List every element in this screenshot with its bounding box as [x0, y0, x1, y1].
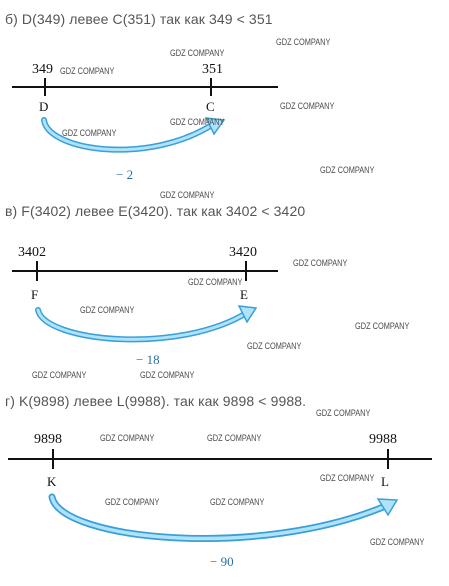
point-label-e: E: [240, 287, 248, 302]
watermark-text: GDZ COMPANY: [293, 258, 348, 268]
watermark-text: GDZ COMPANY: [320, 473, 375, 483]
watermark-text: GDZ COMPANY: [320, 165, 375, 175]
number-line-diagram-g: 9898 9988 K L − 90: [8, 432, 432, 569]
watermark-text: GDZ COMPANY: [100, 433, 155, 443]
arc-arrow-icon: [41, 117, 226, 153]
value-label-351: 351: [202, 62, 223, 77]
heading-g: г) K(9898) левее L(9988). так как 9898 <…: [5, 393, 307, 409]
heading-b: б) D(349) левее C(351) так как 349 < 351: [5, 11, 273, 27]
watermark-text: GDZ COMPANY: [105, 497, 160, 507]
watermark-text: GDZ COMPANY: [160, 190, 215, 200]
point-label-f: F: [31, 287, 38, 302]
difference-label: − 90: [210, 554, 234, 569]
value-label-9898: 9898: [34, 432, 62, 447]
watermark-text: GDZ COMPANY: [280, 101, 335, 111]
watermark-text: GDZ COMPANY: [62, 128, 117, 138]
watermark-text: GDZ COMPANY: [32, 370, 87, 380]
value-label-3402: 3402: [18, 245, 46, 260]
watermark-text: GDZ COMPANY: [276, 37, 331, 47]
difference-label: − 2: [116, 167, 133, 182]
watermark-text: GDZ COMPANY: [80, 305, 135, 315]
number-line-diagram-v: 3402 3420 F E − 18: [12, 245, 278, 367]
point-label-l: L: [381, 474, 389, 489]
watermark-text: GDZ COMPANY: [170, 117, 225, 127]
watermark-text: GDZ COMPANY: [355, 321, 410, 331]
watermark-text: GDZ COMPANY: [207, 433, 262, 443]
point-label-d: D: [39, 99, 48, 114]
watermark-text: GDZ COMPANY: [188, 277, 243, 287]
watermark-text: GDZ COMPANY: [170, 48, 225, 58]
point-label-k: K: [47, 474, 57, 489]
watermark-text: GDZ COMPANY: [247, 341, 302, 351]
value-label-3420: 3420: [229, 245, 257, 260]
watermark-text: GDZ COMPANY: [370, 537, 425, 547]
arc-arrow-icon: [35, 305, 258, 343]
watermark-text: GDZ COMPANY: [140, 370, 195, 380]
difference-label: − 18: [136, 352, 160, 367]
value-label-9988: 9988: [369, 432, 397, 447]
watermark-text: GDZ COMPANY: [210, 497, 265, 507]
heading-v: в) F(3402) левее E(3420). так как 3402 <…: [5, 203, 306, 219]
value-label-349: 349: [32, 62, 53, 77]
number-line-diagram-b: 349 351 D C − 2: [12, 62, 278, 182]
arc-arrow-icon: [48, 493, 399, 542]
watermark-text: GDZ COMPANY: [60, 66, 115, 76]
watermark-text: GDZ COMPANY: [316, 408, 371, 418]
point-label-c: C: [206, 99, 215, 114]
